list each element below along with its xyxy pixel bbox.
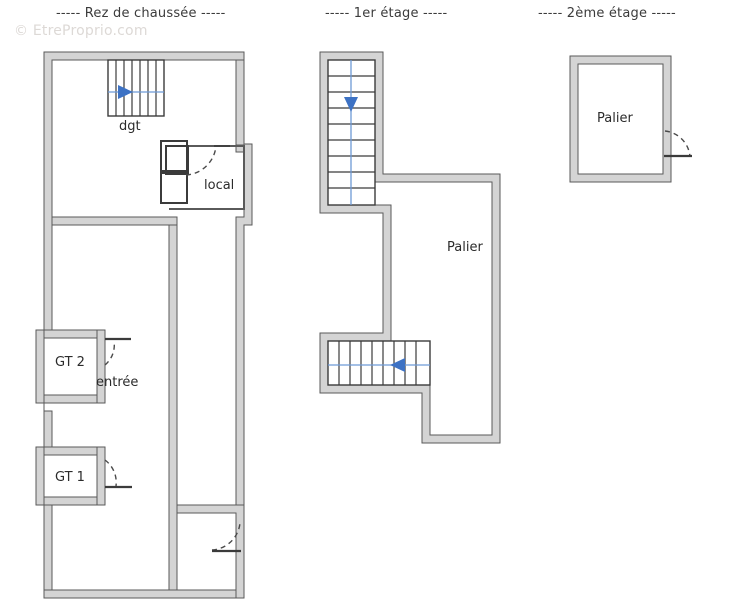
ground-partition-vertical [168,216,178,599]
local-box-outline [165,145,189,175]
stair-up-arrow-icon [344,97,358,112]
stair-up [327,59,376,206]
ground-partition-horizontal [51,216,178,226]
ground-bottom-wall [43,589,245,599]
room-label-local: local [204,178,235,193]
stair-dgt [107,59,165,117]
door-entree [104,337,131,366]
door-local [185,145,230,176]
gt2-niche-top [43,329,105,339]
room-label-dgt: dgt [119,119,141,134]
door-gt1 [104,459,132,489]
room-label-palier-first: Palier [447,240,483,255]
door-palier2 [664,130,692,158]
ground-floor-structure [28,44,264,606]
stair-down [327,340,431,386]
door-south [211,522,241,553]
room-label-palier-second: Palier [597,111,633,126]
second-interior-fill [577,63,664,175]
room-label-gt1: GT 1 [55,470,85,485]
floor-second [569,55,692,183]
room-label-gt2: GT 2 [55,355,85,370]
ground-bottom-recess [176,504,245,599]
ground-corridor-wall-2 [96,446,106,506]
stair-down-arrow-icon [390,358,405,372]
ground-corridor-wall [96,329,106,404]
floor-title-first: ----- 1er étage ----- [325,6,448,21]
gt1-niche-top [43,446,105,456]
gt1-niche-bottom [43,496,105,506]
floor-title-ground: ----- Rez de chaussée ----- [56,6,226,21]
local-room-walls [169,145,245,210]
room-label-entree: entrée [96,375,139,390]
gt2-niche-bottom [43,394,105,404]
watermark: © EtreProprio.com [14,23,148,39]
ground-step-wall [235,59,245,146]
first-inner-partition [328,204,392,342]
local-box-lower [160,172,188,204]
floor-title-second: ----- 2ème étage ----- [538,6,676,21]
floor-first [319,51,501,444]
stair-dgt-arrow-icon [118,85,133,99]
